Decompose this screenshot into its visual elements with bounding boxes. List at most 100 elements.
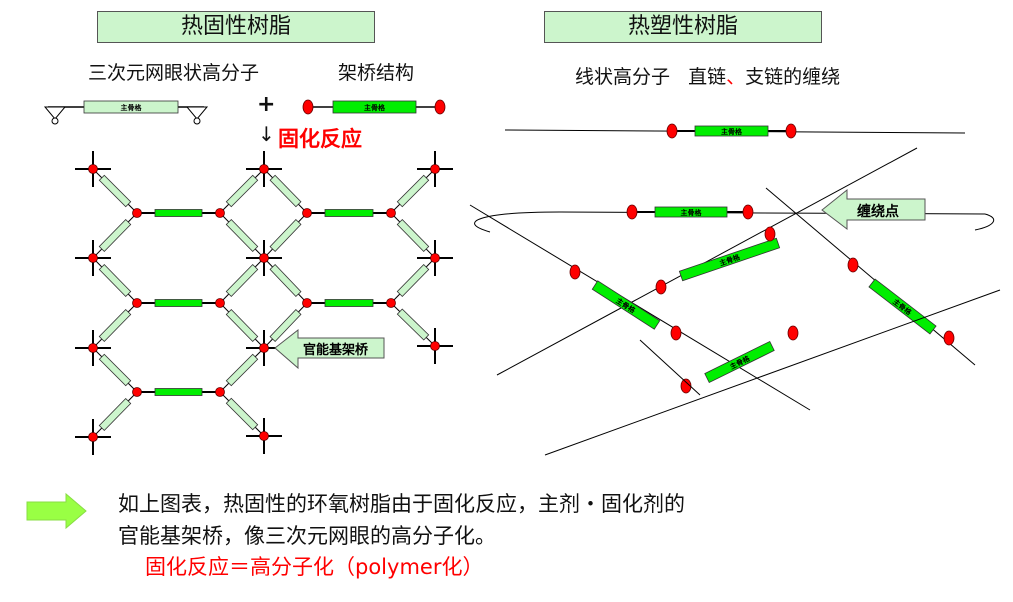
legend-molecules: 主骨格 主骨格	[43, 99, 446, 125]
backbone-bar	[154, 299, 203, 307]
backbone-bar-rect	[98, 353, 132, 387]
backbone-bar-rect	[868, 278, 937, 335]
backbone-bar-rect	[269, 174, 302, 208]
backbone-bar-rect	[83, 100, 179, 114]
entangled-chain	[974, 213, 995, 231]
backbone-bar	[324, 299, 374, 307]
backbone-bar: 主骨格	[704, 340, 775, 384]
backbone-bar	[269, 219, 302, 252]
backbone-bar-rect	[654, 206, 728, 218]
backbone-bar	[98, 174, 132, 208]
backbone-bar	[269, 309, 302, 342]
reactive-node	[88, 432, 98, 442]
backbone-bar	[269, 174, 302, 208]
footer-line-2: 官能基架桥，像三次元网眼的高分子化。	[118, 524, 496, 548]
backbone-bar	[396, 263, 430, 298]
reactive-node	[430, 164, 440, 174]
thermoset-network	[75, 151, 453, 455]
backbone-bar-rect	[678, 237, 781, 282]
backbone-bar-rect	[332, 100, 417, 114]
backbone-bar-rect	[98, 174, 132, 208]
entangled-chain	[639, 339, 701, 396]
backbone-bar	[396, 308, 430, 341]
reactive-node	[259, 431, 269, 441]
linear-subtitle: 线状高分子 直链、支链的缠绕	[575, 62, 840, 89]
backbone-bar-rect	[269, 309, 302, 342]
reactive-node	[569, 264, 581, 280]
backbone-bar: 主骨格	[678, 237, 781, 282]
backbone-bar	[225, 218, 259, 253]
backbone-bar-rect	[225, 218, 259, 253]
reactive-node	[666, 123, 678, 139]
backbone-bar	[225, 174, 259, 208]
entanglement-callout: 缠绕点	[821, 188, 926, 231]
backbone-bar-rect	[324, 209, 374, 217]
backbone-label: 主骨格	[681, 208, 703, 217]
backbone-bar: 主骨格	[332, 100, 417, 114]
reactive-node	[943, 330, 955, 346]
reactive-node	[132, 298, 142, 308]
reactive-node	[787, 325, 799, 341]
down-arrow-icon: ↓	[258, 122, 275, 146]
bond-line	[469, 204, 811, 411]
reactive-node	[302, 298, 312, 308]
chain-b-label: 支链的缠绕	[745, 66, 841, 88]
reactive-node	[434, 99, 446, 115]
reactive-node	[670, 325, 682, 341]
reactive-node	[626, 204, 638, 220]
separator: 、	[726, 66, 746, 88]
backbone-bar	[269, 264, 302, 297]
bond-line	[765, 187, 976, 366]
backbone-bar-rect	[704, 340, 775, 384]
backbone-bar-rect	[396, 218, 430, 253]
backbone-bar-rect	[396, 174, 430, 208]
crosslink-subtitle: 架桥结构	[338, 62, 415, 84]
backbone-bar-rect	[694, 125, 769, 137]
backbone-bar	[225, 397, 259, 431]
reactive-node	[302, 208, 312, 218]
backbone-bar	[396, 218, 430, 253]
reactive-node	[742, 204, 754, 220]
footer-line-3: 固化反应＝高分子化（polymer化）	[145, 555, 484, 579]
footer-line-1: 如上图表，热固性的环氧树脂由于固化反应，主剂・固化剂的	[118, 492, 685, 516]
network-subtitle: 三次元网眼状高分子	[88, 62, 260, 84]
backbone-bar-rect	[154, 388, 203, 396]
reactive-node	[785, 123, 797, 139]
epoxy-group-icon	[193, 117, 201, 125]
backbone-bar	[154, 388, 203, 396]
reactive-node	[215, 298, 225, 308]
reactive-node	[259, 253, 269, 263]
backbone-bar	[98, 218, 132, 253]
thermoset-title: 热固性树脂	[97, 11, 375, 43]
backbone-bar-rect	[269, 219, 302, 252]
reactive-node	[132, 387, 142, 397]
backbone-bar	[98, 353, 132, 387]
plus-sign: +	[257, 92, 276, 117]
green-arrow-icon	[26, 492, 87, 530]
crosslink-callout: 官能基架桥	[274, 328, 385, 370]
epoxy-group-icon	[43, 106, 67, 120]
reactive-node	[132, 208, 142, 218]
backbone-bar-rect	[225, 353, 259, 387]
reactive-node	[680, 378, 692, 394]
reactive-node	[386, 208, 396, 218]
backbone-bar	[154, 209, 203, 217]
reactive-node	[88, 343, 98, 353]
reactive-node	[430, 253, 440, 263]
backbone-bar	[225, 263, 259, 298]
backbone-bar-rect	[98, 397, 132, 432]
backbone-label: 主骨格	[121, 103, 143, 112]
reactive-node	[88, 164, 98, 174]
reactive-node	[259, 343, 269, 353]
backbone-bar: 主骨格	[83, 100, 179, 114]
backbone-label: 主骨格	[364, 103, 386, 112]
epoxy-group-icon	[185, 106, 209, 120]
backbone-bar: 主骨格	[654, 206, 728, 218]
backbone-bar-rect	[396, 308, 430, 341]
backbone-bar-rect	[98, 263, 132, 298]
epoxy-group-icon	[51, 117, 59, 125]
reactive-node	[764, 226, 776, 242]
reactive-node	[88, 253, 98, 263]
backbone-bar-rect	[154, 299, 203, 307]
